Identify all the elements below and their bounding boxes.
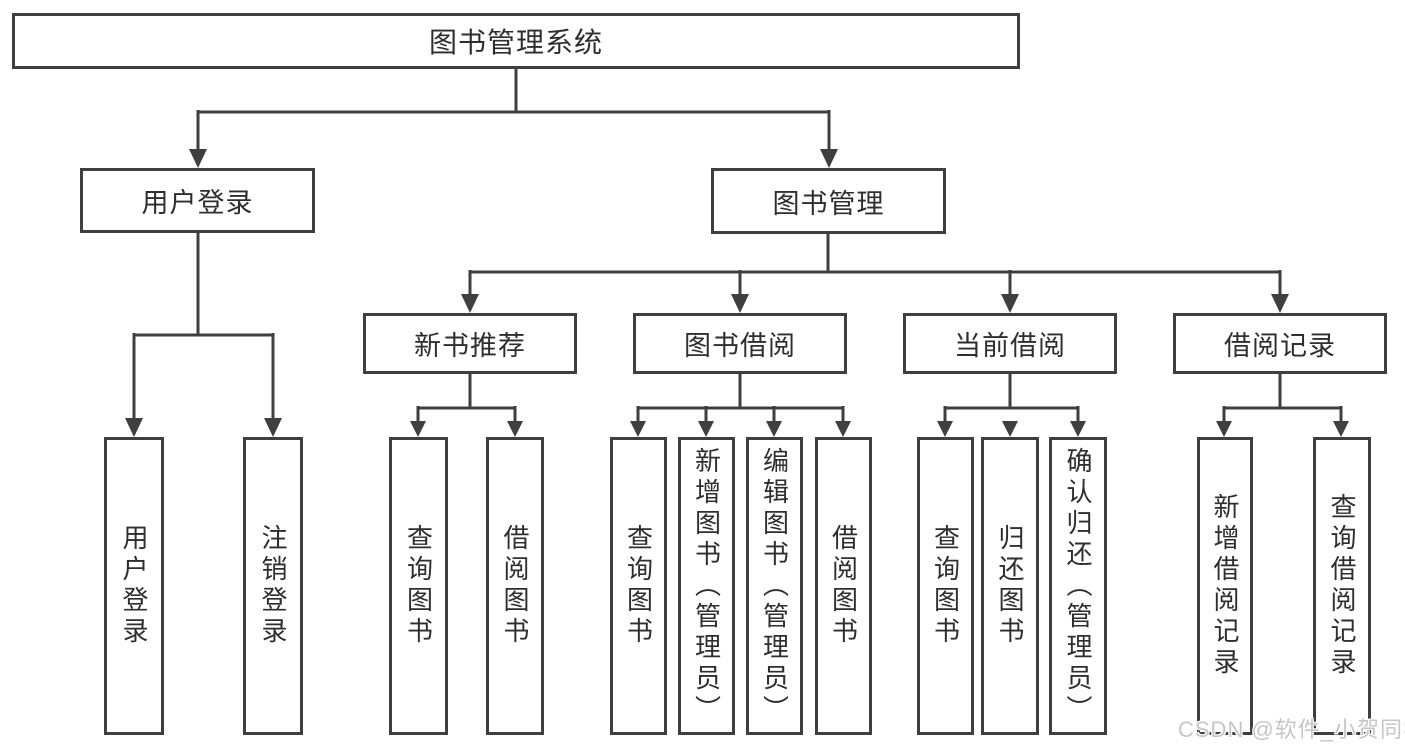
- leaf-nbr-query-books-label: 查询图书: [403, 524, 434, 648]
- leaf-logout-label: 注销登录: [258, 524, 288, 648]
- node-borrow-records-label: 借阅记录: [1224, 331, 1336, 361]
- node-new-book-recommend-label: 新书推荐: [414, 331, 526, 361]
- node-user-login: 用户登录: [80, 168, 315, 233]
- connector-current-borrow-children: [943, 374, 1080, 423]
- connector-book-management-children: [468, 234, 1282, 296]
- node-book-management: 图书管理: [711, 168, 946, 234]
- connector-root-to-level1: [196, 69, 831, 150]
- connector-new-book-recommend-children: [416, 374, 517, 423]
- connector-borrow-records-children: [1222, 374, 1343, 423]
- leaf-nbr-query-books: 查询图书: [389, 437, 448, 735]
- arrowheads: [125, 149, 1349, 437]
- leaf-bb-borrow-books-label: 借阅图书: [828, 524, 859, 648]
- leaf-cb-return-books-label: 归还图书: [995, 524, 1025, 648]
- leaf-bb-query-books-label: 查询图书: [623, 524, 654, 648]
- leaf-cb-query-books: 查询图书: [917, 437, 974, 735]
- leaf-user-login: 用户登录: [104, 437, 164, 735]
- leaf-br-add-record-label: 新增借阅记录: [1210, 493, 1240, 679]
- node-book-borrow-label: 图书借阅: [684, 331, 796, 361]
- leaf-cb-confirm-return-admin-label: 确认归还（管理员）: [1063, 446, 1093, 726]
- leaf-nbr-borrow-books: 借阅图书: [486, 437, 544, 735]
- leaf-cb-query-books-label: 查询图书: [930, 524, 961, 648]
- leaf-bb-borrow-books: 借阅图书: [815, 437, 872, 735]
- leaf-br-add-record: 新增借阅记录: [1197, 437, 1253, 735]
- node-new-book-recommend: 新书推荐: [363, 313, 577, 374]
- leaf-cb-confirm-return-admin: 确认归还（管理员）: [1049, 437, 1107, 735]
- leaf-bb-add-books-admin: 新增图书（管理员）: [678, 437, 735, 735]
- leaf-bb-add-books-admin-label: 新增图书（管理员）: [691, 446, 722, 726]
- leaf-bb-edit-books-admin: 编辑图书（管理员）: [746, 437, 803, 735]
- node-borrow-records: 借阅记录: [1173, 313, 1387, 374]
- node-book-borrow: 图书借阅: [633, 313, 847, 374]
- connector-user-login-children: [132, 233, 275, 420]
- node-user-login-label: 用户登录: [141, 188, 254, 218]
- csdn-watermark: CSDN @软件_小贺同学: [1178, 717, 1405, 742]
- leaf-bb-query-books: 查询图书: [610, 437, 667, 735]
- leaf-cb-return-books: 归还图书: [981, 437, 1039, 735]
- leaf-br-query-record-label: 查询借阅记录: [1327, 493, 1357, 679]
- connector-book-borrow-children: [636, 374, 845, 423]
- leaf-nbr-borrow-books-label: 借阅图书: [500, 524, 530, 648]
- leaf-br-query-record: 查询借阅记录: [1313, 437, 1371, 735]
- node-root-label: 图书管理系统: [428, 27, 603, 58]
- node-root: 图书管理系统: [12, 13, 1020, 69]
- node-current-borrow: 当前借阅: [903, 313, 1117, 374]
- leaf-user-login-label: 用户登录: [119, 524, 149, 648]
- node-current-borrow-label: 当前借阅: [954, 331, 1066, 361]
- node-book-management-label: 图书管理: [772, 188, 885, 219]
- leaf-logout: 注销登录: [243, 437, 303, 735]
- leaf-bb-edit-books-admin-label: 编辑图书（管理员）: [759, 446, 790, 726]
